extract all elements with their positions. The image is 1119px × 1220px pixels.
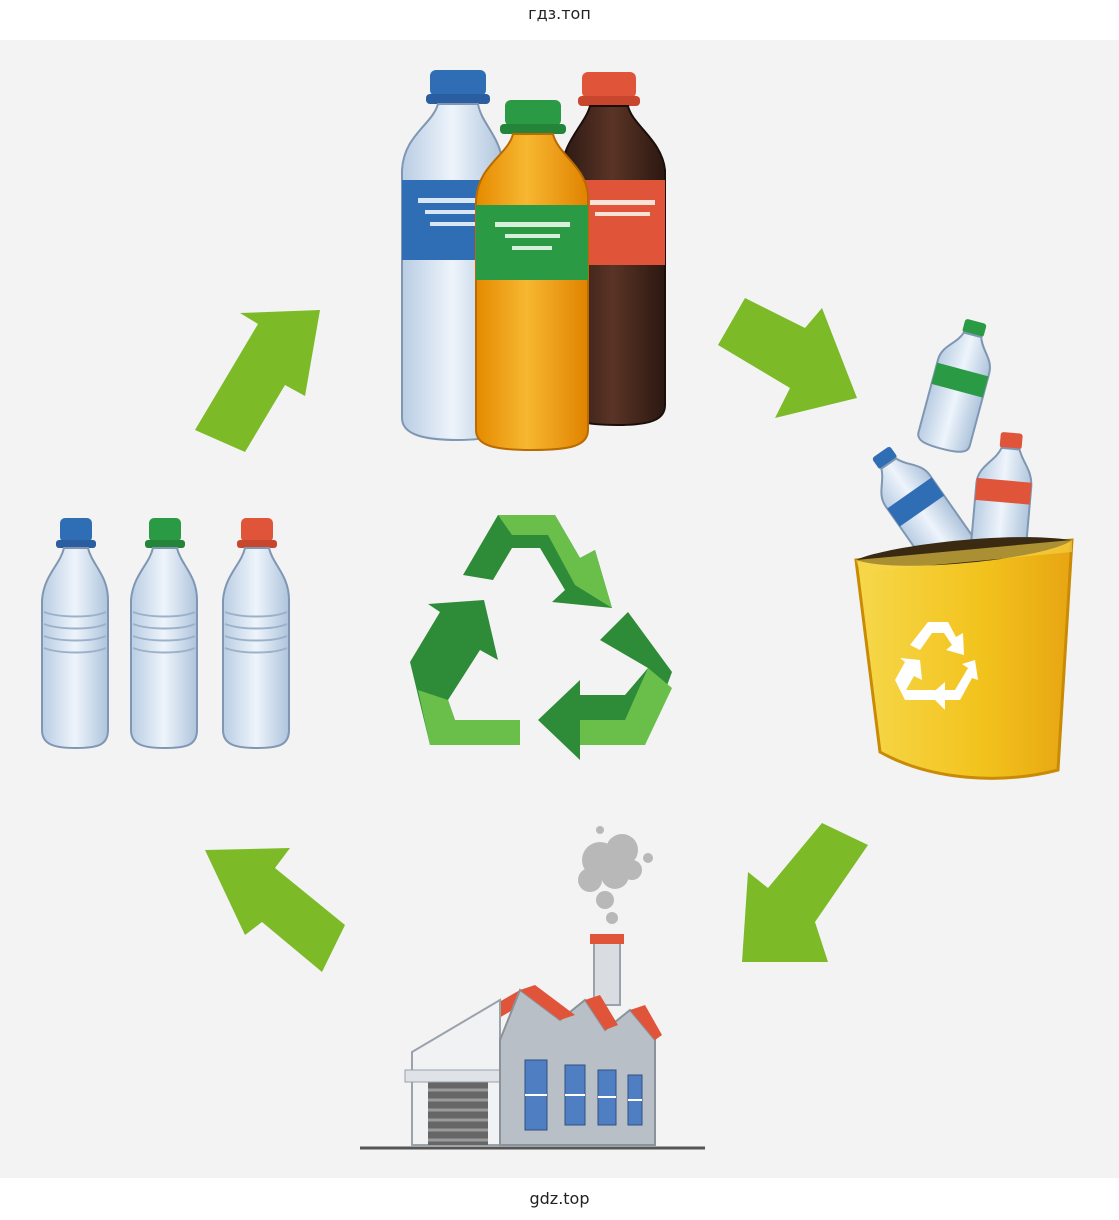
clear-bottles-icon: [41, 518, 290, 750]
watermark-bottom: gdz.top: [529, 1189, 590, 1208]
bottles-group-icon: [401, 70, 666, 452]
clear-bottle-2: [130, 518, 198, 750]
recycle-icon: [410, 515, 672, 760]
bin-bottle-green: [917, 319, 991, 453]
watermark-top: гдз.топ: [528, 4, 591, 23]
smoke: [578, 826, 653, 924]
factory-icon: [360, 826, 705, 1150]
bottle-orange-green: [475, 100, 589, 452]
arrow-down-left: [742, 823, 868, 962]
bin-recycle-mark: [895, 622, 978, 710]
arrow-up-left: [195, 310, 320, 452]
clear-bottle-3: [222, 518, 290, 750]
arrow-up-left-bottom: [205, 848, 345, 972]
arrow-down-right: [718, 298, 857, 418]
clear-bottle-1: [41, 518, 109, 750]
recycle-bin-icon: [854, 319, 1074, 780]
